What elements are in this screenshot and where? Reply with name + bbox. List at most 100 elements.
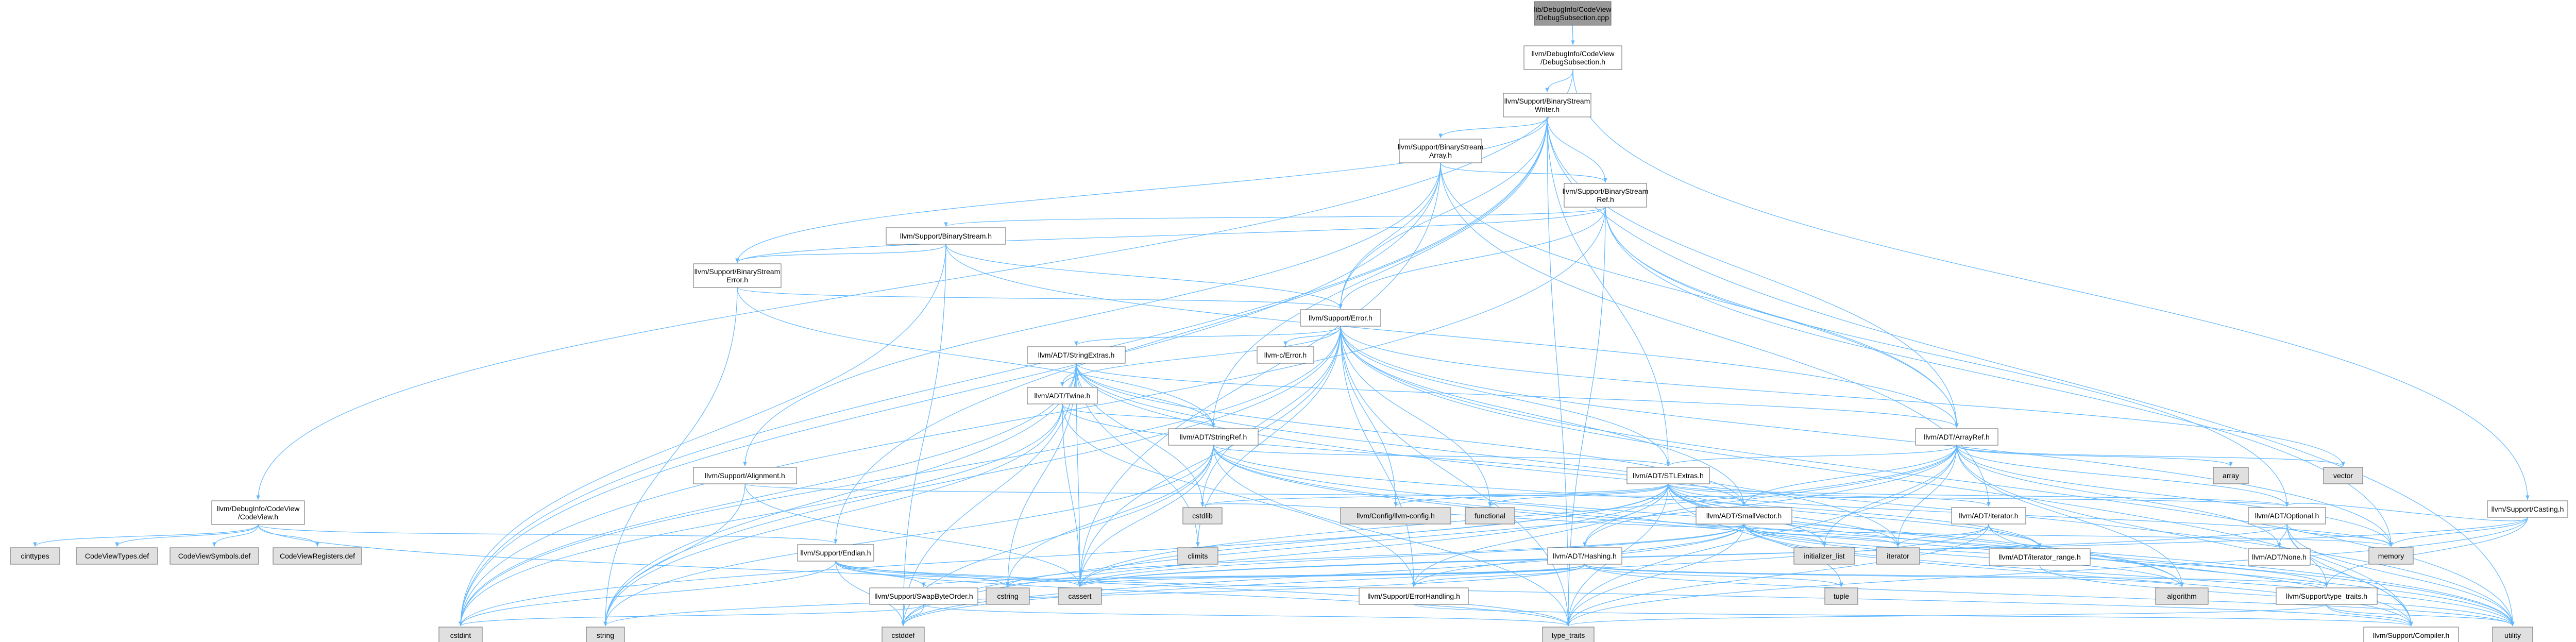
edge-optional-to-none <box>2277 523 2287 548</box>
node-stlextras[interactable]: llvm/ADT/STLExtras.h <box>1626 467 1710 484</box>
node-cassert[interactable]: cassert <box>1058 587 1102 605</box>
edge-smallvector-to-utility <box>1743 523 2515 627</box>
node-label-tuple: tuple <box>1834 592 1850 600</box>
node-typetraits[interactable]: llvm/Support/type_traits.h <box>2276 587 2378 605</box>
node-smallvector[interactable]: llvm/ADT/SmallVector.h <box>1696 507 1792 525</box>
edge-smallvector-to-typetraitsstd <box>1566 523 1744 627</box>
edge-error-to-compiler <box>1340 326 2413 627</box>
node-label-algorithm: algorithm <box>2167 592 2197 600</box>
edge-hashing-to-cstring <box>1006 564 1585 587</box>
edge-error-to-stlextras <box>1340 326 1670 467</box>
node-cv[interactable]: llvm/DebugInfo/CodeView/CodeView.h <box>211 500 305 525</box>
edge-bsw-to-endian <box>834 116 1548 544</box>
node-label-stringextras: llvm/ADT/StringExtras.h <box>1038 351 1115 359</box>
edge-arrayref-to-array <box>1956 445 2233 467</box>
edge-error-to-errhandling <box>1340 326 1416 587</box>
edge-arrayref-to-memory <box>1956 445 2393 547</box>
edge-stringextras-to-arrayref <box>1076 363 1959 428</box>
edge-hashing-to-algorithm <box>1584 564 2184 587</box>
node-label-hashing: llvm/ADT/Hashing.h <box>1553 552 1617 560</box>
edge-stlextras-to-memory <box>1668 483 2393 547</box>
node-none[interactable]: llvm/ADT/None.h <box>2248 548 2311 566</box>
node-cvsymbols[interactable]: CodeViewSymbols.def <box>170 547 259 565</box>
edge-bs-to-cstdint <box>459 244 946 627</box>
node-cinttypes[interactable]: cinttypes <box>10 547 60 565</box>
node-swapbyte[interactable]: llvm/Support/SwapByteOrder.h <box>869 587 978 605</box>
edge-arrayref-to-cassert <box>1078 445 1957 587</box>
node-cvtypes[interactable]: CodeViewTypes.def <box>76 547 158 565</box>
edge-alignment-to-cassert <box>744 483 1082 587</box>
edge-smallvector-to-iteratorstd <box>1743 523 1900 547</box>
node-stringextras[interactable]: llvm/ADT/StringExtras.h <box>1027 346 1126 364</box>
node-label-endian: llvm/Support/Endian.h <box>801 549 871 557</box>
edge-twine-to-errhandling <box>1062 403 1416 587</box>
node-label-vector: vector <box>2333 471 2353 480</box>
node-climits[interactable]: climits <box>1177 547 1218 565</box>
edge-optional-to-compiler <box>2286 523 2413 627</box>
node-cstddef[interactable]: cstddef <box>882 627 925 642</box>
node-label-dsub: llvm/DebugInfo/CodeView <box>1532 49 1615 58</box>
node-utility[interactable]: utility <box>2492 627 2533 642</box>
node-iterator[interactable]: llvm/ADT/iterator.h <box>1951 507 2026 525</box>
edge-bsw-to-bsr <box>1547 116 1607 183</box>
node-stringref[interactable]: llvm/ADT/StringRef.h <box>1168 428 1259 446</box>
edge-bsa-to-bsr <box>1440 162 1607 183</box>
node-label-swapbyte: llvm/Support/SwapByteOrder.h <box>874 592 973 600</box>
node-cvregs[interactable]: CodeViewRegisters.def <box>273 547 362 565</box>
edge-bsw-to-utility <box>1547 116 2515 627</box>
node-iterrange[interactable]: llvm/ADT/iterator_range.h <box>1989 548 2091 566</box>
node-casting[interactable]: llvm/Support/Casting.h <box>2487 500 2568 518</box>
edge-casting-to-optional <box>2285 502 2528 521</box>
node-string[interactable]: string <box>586 627 625 642</box>
node-cstring[interactable]: cstring <box>986 587 1030 605</box>
node-functional[interactable]: functional <box>1465 507 1515 525</box>
node-tuple[interactable]: tuple <box>1824 587 1858 605</box>
node-cstdlib[interactable]: cstdlib <box>1182 507 1223 525</box>
edge-cv-to-cvsymbols <box>212 524 259 547</box>
node-endian[interactable]: llvm/Support/Endian.h <box>797 544 874 562</box>
node-root[interactable]: lib/DebugInfo/CodeView/DebugSubsection.c… <box>1534 1 1612 26</box>
node-twine[interactable]: llvm/ADT/Twine.h <box>1027 387 1098 404</box>
edge-cv-to-cvregs <box>258 524 319 547</box>
edge-bs-to-bse <box>735 244 946 263</box>
node-label-bsa: llvm/Support/BinaryStream <box>1398 143 1484 151</box>
edge-cv-to-endian <box>258 524 838 544</box>
node-error[interactable]: llvm/Support/Error.h <box>1300 309 1381 327</box>
node-iteratorstd[interactable]: iterator <box>1876 547 1920 565</box>
node-label-cerror: llvm-c/Error.h <box>1264 351 1307 359</box>
node-label-arrayref: llvm/ADT/ArrayRef.h <box>1924 433 1990 441</box>
edge-swapbyte-to-cstdint <box>459 604 924 627</box>
node-optional[interactable]: llvm/ADT/Optional.h <box>2248 507 2326 525</box>
node-alignment[interactable]: llvm/Support/Alignment.h <box>693 467 797 484</box>
edge-swapbyte-to-typetraitsstd <box>923 604 1570 627</box>
node-initlist[interactable]: initializer_list <box>1793 547 1855 565</box>
edge-stringextras-to-utility <box>1076 363 2515 627</box>
edge-errhandling-to-compiler <box>1413 604 2413 627</box>
node-typetraitsstd[interactable]: type_traits <box>1542 627 1595 642</box>
node-label-memory: memory <box>2378 552 2404 560</box>
node-cerror[interactable]: llvm-c/Error.h <box>1257 346 1314 364</box>
node-vector[interactable]: vector <box>2323 467 2363 484</box>
node-bs[interactable]: llvm/Support/BinaryStream.h <box>886 227 1006 245</box>
node-dsub[interactable]: llvm/DebugInfo/CodeView/DebugSubsection.… <box>1523 45 1622 70</box>
edge-cv-to-typetraitsstd <box>258 524 1570 627</box>
node-arrayref[interactable]: llvm/ADT/ArrayRef.h <box>1915 428 1998 446</box>
node-memory[interactable]: memory <box>2368 547 2414 565</box>
edge-bsw-to-typetraitsstd <box>1547 116 1570 627</box>
node-compiler[interactable]: llvm/Support/Compiler.h <box>2363 627 2459 642</box>
edge-hashing-to-swapbyte <box>922 564 1585 587</box>
node-algorithm[interactable]: algorithm <box>2155 587 2209 605</box>
node-hashing[interactable]: llvm/ADT/Hashing.h <box>1547 547 1622 565</box>
edge-stringref-to-utility <box>1213 445 2515 627</box>
node-cstdint[interactable]: cstdint <box>438 627 483 642</box>
node-cfgbreak[interactable]: llvm/Config/llvm-config.h <box>1340 507 1451 525</box>
node-errhandling[interactable]: llvm/Support/ErrorHandling.h <box>1359 587 1469 605</box>
node-label-bsw: Writer.h <box>1535 105 1560 113</box>
node-label-iteratorstd: iterator <box>1887 552 1909 560</box>
node-array[interactable]: array <box>2213 467 2249 484</box>
node-label-cv: /CodeView.h <box>238 513 278 521</box>
